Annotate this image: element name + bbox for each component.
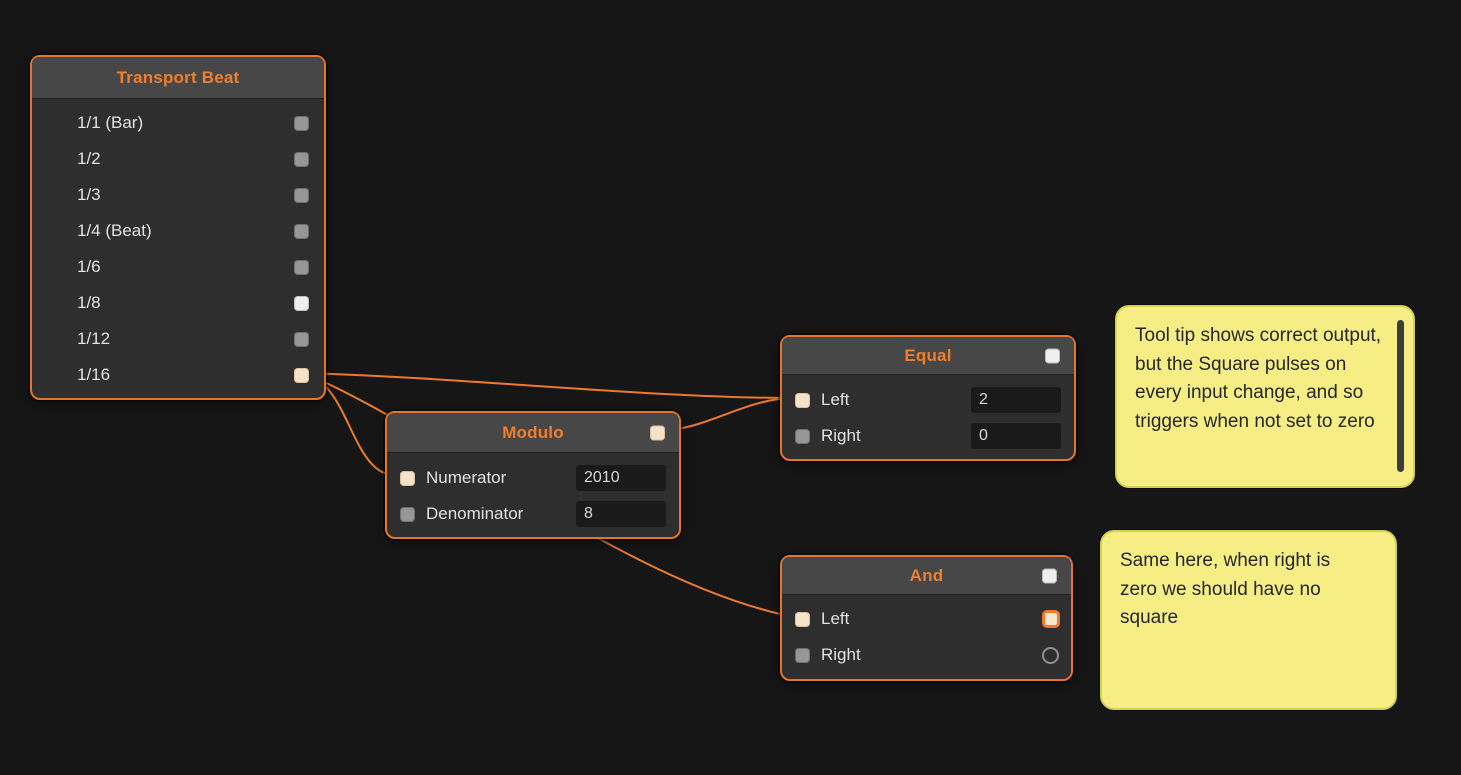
output-port-1-4[interactable] [294, 223, 309, 239]
input-row: Numerator 2010 [387, 460, 679, 496]
equal-header[interactable]: Equal [782, 337, 1074, 375]
output-port-1-16[interactable] [294, 367, 309, 383]
equal-right-input-port[interactable] [795, 428, 810, 444]
input-row: Left 2 [782, 382, 1074, 418]
denominator-value-field[interactable]: 8 [576, 501, 666, 527]
beat-label: 1/6 [77, 257, 101, 276]
numerator-input-port[interactable] [400, 470, 415, 486]
input-label: Left [821, 609, 850, 628]
input-row: Right 0 [782, 418, 1074, 454]
node-and[interactable]: And Left Right [780, 555, 1073, 681]
input-label: Left [821, 390, 850, 409]
beat-row: 1/8 [32, 285, 324, 321]
beat-label: 1/2 [77, 149, 101, 168]
beat-label: 1/4 (Beat) [77, 221, 152, 240]
beat-row: 1/1 (Bar) [32, 105, 324, 141]
node-title: Transport Beat [116, 67, 240, 87]
output-port-1-2[interactable] [294, 151, 309, 167]
beat-row: 1/2 [32, 141, 324, 177]
beat-label: 1/16 [77, 365, 111, 384]
and-header[interactable]: And [782, 557, 1071, 595]
output-port-1-12[interactable] [294, 331, 309, 347]
beat-label: 1/1 (Bar) [77, 113, 144, 132]
output-port-1-8[interactable] [294, 295, 309, 311]
and-output-port[interactable] [1042, 568, 1057, 583]
and-left-toggle-on[interactable] [1042, 610, 1060, 628]
note-text: Tool tip shows correct output, but the S… [1135, 325, 1382, 432]
and-right-input-port[interactable] [795, 647, 810, 663]
input-label: Numerator [426, 468, 507, 487]
beat-row: 1/6 [32, 249, 324, 285]
node-title: Modulo [502, 422, 564, 442]
node-title: Equal [904, 345, 952, 365]
node-equal[interactable]: Equal Left 2 Right 0 [780, 335, 1076, 461]
note-scrollbar[interactable] [1397, 320, 1404, 472]
transport-beat-header[interactable]: Transport Beat [32, 57, 324, 99]
equal-output-port[interactable] [1045, 348, 1060, 363]
wire-116-to-equal-left[interactable] [303, 372, 795, 399]
beat-row: 1/12 [32, 321, 324, 357]
node-transport-beat[interactable]: Transport Beat 1/1 (Bar) 1/2 1/3 1/4 (Be… [30, 55, 326, 400]
input-row: Left [782, 601, 1071, 637]
input-row: Right [782, 637, 1071, 673]
input-label: Right [821, 645, 861, 664]
output-port-1-3[interactable] [294, 187, 309, 203]
modulo-header[interactable]: Modulo [387, 413, 679, 453]
beat-row: 1/4 (Beat) [32, 213, 324, 249]
beat-row: 1/3 [32, 177, 324, 213]
equal-left-value-field[interactable]: 2 [971, 387, 1061, 413]
and-body: Left Right [782, 595, 1071, 679]
beat-row: 1/16 [32, 357, 324, 393]
transport-beat-body: 1/1 (Bar) 1/2 1/3 1/4 (Beat) 1/6 1/8 [32, 99, 324, 398]
equal-right-value-field[interactable]: 0 [971, 423, 1061, 449]
sticky-note-equal-comment[interactable]: Tool tip shows correct output, but the S… [1115, 305, 1415, 488]
and-left-input-port[interactable] [795, 611, 810, 627]
output-port-1-1[interactable] [294, 115, 309, 131]
node-modulo[interactable]: Modulo Numerator 2010 Denominator 8 [385, 411, 681, 539]
numerator-value-field[interactable]: 2010 [576, 465, 666, 491]
output-port-1-6[interactable] [294, 259, 309, 275]
input-label: Denominator [426, 504, 524, 523]
beat-label: 1/12 [77, 329, 111, 348]
note-text: Same here, when right is zero we should … [1120, 550, 1331, 628]
input-row: Denominator 8 [387, 496, 679, 532]
equal-body: Left 2 Right 0 [782, 375, 1074, 459]
node-title: And [909, 565, 944, 585]
modulo-output-port[interactable] [650, 425, 665, 440]
beat-label: 1/3 [77, 185, 101, 204]
denominator-input-port[interactable] [400, 506, 415, 522]
equal-left-input-port[interactable] [795, 392, 810, 408]
modulo-body: Numerator 2010 Denominator 8 [387, 453, 679, 537]
sticky-note-and-comment[interactable]: Same here, when right is zero we should … [1100, 530, 1397, 710]
and-right-toggle-off[interactable] [1042, 646, 1059, 664]
input-label: Right [821, 426, 861, 445]
beat-label: 1/8 [77, 293, 101, 312]
